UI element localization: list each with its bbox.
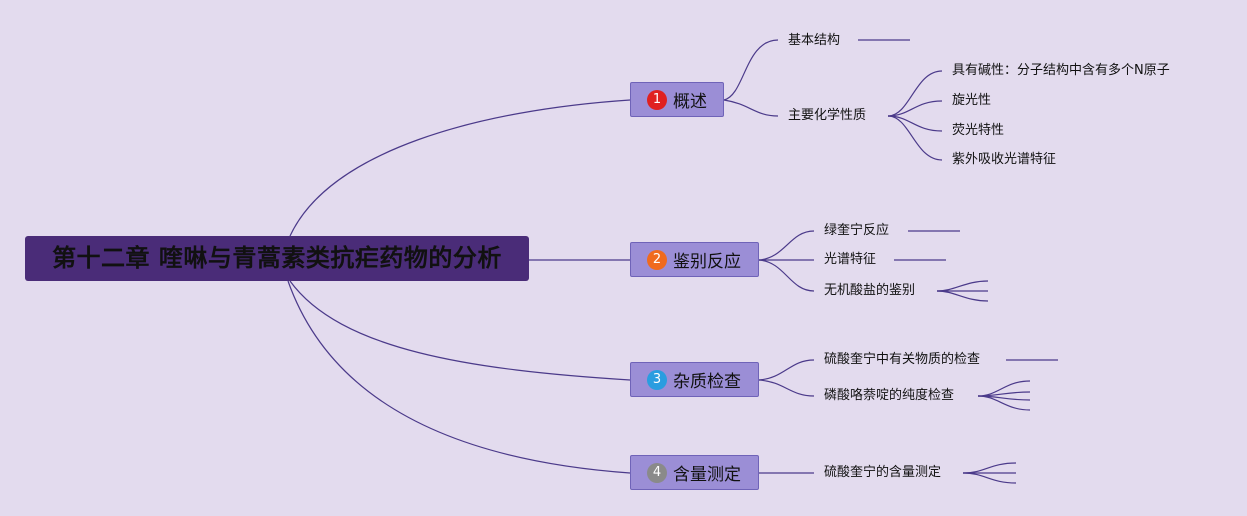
link-t2-a bbox=[758, 230, 815, 261]
topic-label: 鉴别反应 bbox=[673, 252, 741, 272]
stub-t4-a-3 bbox=[962, 472, 1017, 484]
subtopic-spectral[interactable]: 光谱特征 bbox=[824, 252, 877, 267]
link-t2-c bbox=[758, 259, 815, 292]
subtopic-quinine-assay[interactable]: 硫酸奎宁的含量测定 bbox=[824, 465, 942, 480]
topic-label: 含量测定 bbox=[673, 465, 741, 485]
link-chem-4 bbox=[887, 115, 943, 161]
link-chem-1 bbox=[887, 70, 943, 117]
leaf-fluorescence[interactable]: 荧光特性 bbox=[952, 123, 1005, 138]
link-root-topic4 bbox=[287, 280, 631, 474]
root-topic[interactable]: 第十二章 喹啉与青蒿素类抗疟药物的分析 bbox=[25, 236, 529, 281]
topic-identification[interactable]: 2 鉴别反应 bbox=[630, 242, 759, 277]
subtopic-chemical-properties[interactable]: 主要化学性质 bbox=[788, 108, 867, 123]
link-root-topic3 bbox=[289, 280, 631, 381]
root-title: 第十二章 喹啉与青蒿素类抗疟药物的分析 bbox=[52, 244, 502, 272]
topic-overview[interactable]: 1 概述 bbox=[630, 82, 724, 117]
subtopic-thalleioquin[interactable]: 绿奎宁反应 bbox=[824, 223, 890, 238]
stub-t4-a-1 bbox=[962, 462, 1017, 474]
topic-assay[interactable]: 4 含量测定 bbox=[630, 455, 759, 490]
stub-t3-b-4 bbox=[977, 395, 1031, 411]
leaf-uv-spectrum[interactable]: 紫外吸收光谱特征 bbox=[952, 152, 1057, 167]
link-t1-chem bbox=[723, 99, 779, 117]
stub-t2-c-1 bbox=[936, 280, 989, 292]
subtopic-quinine-related[interactable]: 硫酸奎宁中有关物质的检查 bbox=[824, 352, 981, 367]
stub-t2-c-3 bbox=[936, 290, 989, 302]
subtopic-inorganic-salt[interactable]: 无机酸盐的鉴别 bbox=[824, 283, 916, 298]
link-t3-a bbox=[758, 359, 815, 381]
link-root-topic1 bbox=[289, 99, 631, 237]
leaf-basicity[interactable]: 具有碱性：分子结构中含有多个N原子 bbox=[952, 63, 1170, 78]
number-badge-1: 1 bbox=[647, 89, 667, 110]
link-t3-b bbox=[758, 379, 815, 397]
leaf-optical-rotation[interactable]: 旋光性 bbox=[952, 93, 992, 108]
stub-t3-b-2 bbox=[977, 391, 1031, 397]
topic-label: 概述 bbox=[673, 92, 707, 112]
topic-impurity-check[interactable]: 3 杂质检查 bbox=[630, 362, 759, 397]
number-badge-4: 4 bbox=[647, 462, 667, 483]
number-badge-2: 2 bbox=[647, 249, 667, 270]
link-t1-basic bbox=[723, 39, 779, 101]
link-chem-2 bbox=[887, 100, 943, 117]
subtopic-pyronaridine-purity[interactable]: 磷酸咯萘啶的纯度检查 bbox=[824, 388, 955, 403]
topic-label: 杂质检查 bbox=[673, 372, 741, 392]
subtopic-basic-structure[interactable]: 基本结构 bbox=[788, 33, 841, 48]
number-badge-3: 3 bbox=[647, 369, 667, 390]
